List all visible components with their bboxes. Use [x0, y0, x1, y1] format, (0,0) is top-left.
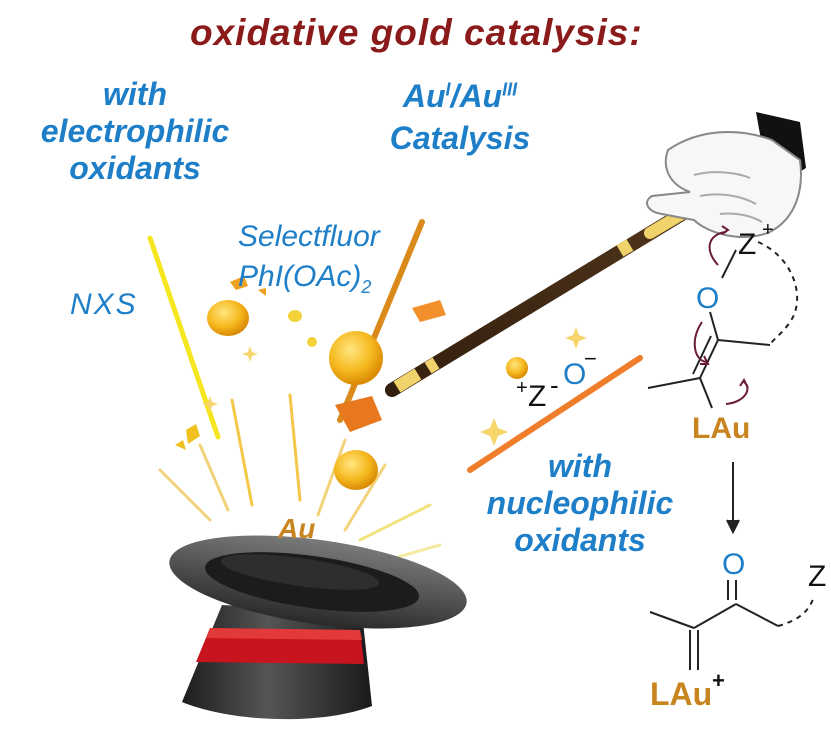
lau-mid-label: LAu — [692, 412, 751, 445]
nucleophilic-line-1: with — [548, 448, 612, 484]
ylide-o: O — [563, 358, 587, 391]
ylide-z: Z — [528, 380, 547, 413]
au-center-label: Au — [278, 513, 316, 544]
lau-bottom-label: LAu — [650, 676, 713, 712]
ylide-bond: - — [550, 370, 559, 400]
au-symbol-1: Au — [402, 78, 446, 114]
reagent-phi-oac2: PhI(OAc)2 — [238, 260, 372, 297]
oxygen-top-label: O — [696, 282, 720, 315]
electrophilic-line-3: oxidants — [69, 150, 201, 186]
electrophilic-line-1: with — [103, 76, 167, 112]
chemical-structures — [647, 225, 815, 670]
oxygen-bottom-label: O — [722, 548, 746, 581]
lau-bottom-charge: + — [712, 668, 725, 693]
au-oxidation-states: AuI/AuIII — [360, 80, 560, 112]
au-redox-catalysis-label: AuI/AuIII Catalysis — [360, 80, 560, 154]
nucleophilic-line-2: nucleophilic — [486, 485, 674, 521]
glove-hand-icon — [646, 112, 806, 238]
z-plus-label: Z — [738, 228, 757, 261]
reagent-nxs: NXS — [70, 288, 138, 321]
z-bottom-label: Z — [808, 560, 827, 593]
top-hat-icon — [169, 535, 467, 720]
reagent-phi-oac2-base: PhI(OAc) — [238, 260, 362, 293]
reagent-phi-oac2-subscript: 2 — [361, 277, 372, 297]
au-oxidation-III: III — [502, 79, 518, 100]
catalysis-word: Catalysis — [389, 120, 531, 156]
electrophilic-line-2: electrophilic — [40, 113, 230, 149]
au-oxidation-I: I — [445, 79, 451, 100]
z-plus-charge: + — [762, 219, 774, 241]
ylide-plus-charge: + — [516, 377, 528, 399]
gold-coins — [207, 300, 528, 490]
electrophilic-oxidants-label: with electrophilic oxidants — [10, 78, 260, 184]
star-sparkles — [202, 327, 587, 446]
ylide-minus-charge: − — [584, 346, 597, 371]
reagent-selectfluor: Selectfluor — [238, 220, 380, 253]
nucleophilic-oxidants-label: with nucleophilic oxidants — [470, 450, 690, 556]
confetti — [175, 276, 446, 450]
nucleophilic-line-3: oxidants — [514, 522, 646, 558]
au-symbol-2: /Au — [450, 78, 503, 114]
magic-wand — [385, 196, 708, 397]
figure-title: oxidative gold catalysis: — [190, 12, 643, 53]
